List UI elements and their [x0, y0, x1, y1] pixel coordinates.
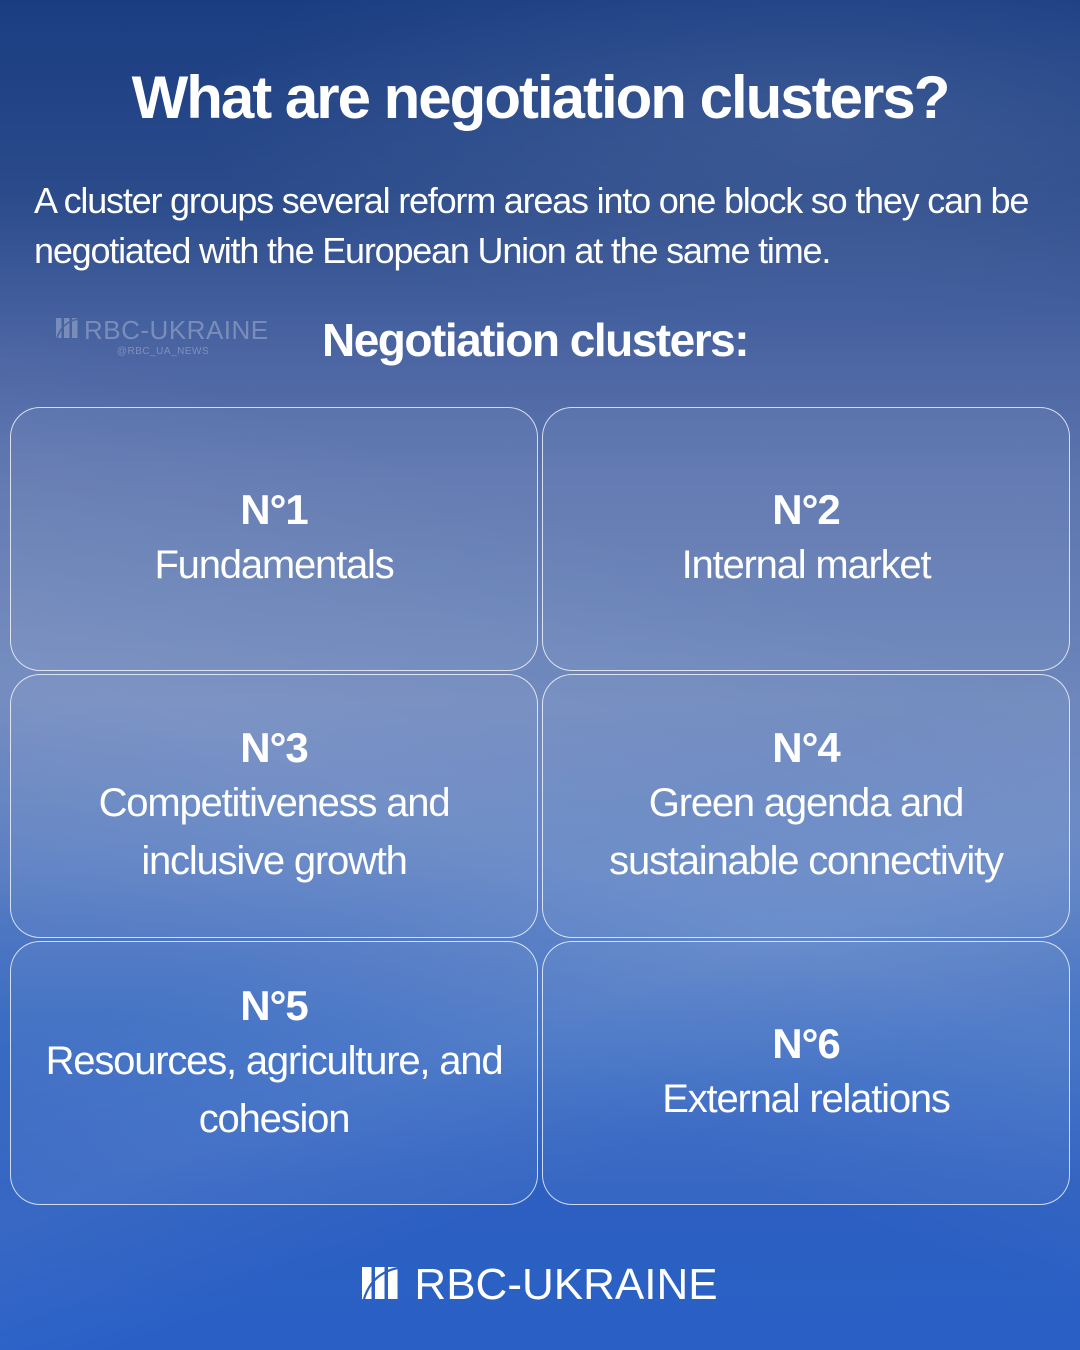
watermark-handle: @RBC_UA_NEWS: [116, 346, 210, 357]
cluster-label: Resources, agriculture, and cohesion: [45, 1039, 504, 1141]
cluster-card-5: N°5 Resources, agriculture, and cohesion: [10, 941, 538, 1205]
cluster-card-2: N°2 Internal market: [542, 407, 1070, 671]
footer-brand: RBC-UKRAINE: [0, 1262, 1080, 1308]
cluster-card-3: N°3 Competitiveness and inclusive growth: [10, 674, 538, 938]
footer-brand-text: RBC-UKRAINE: [414, 1260, 718, 1309]
cluster-card-4: N°4 Green agenda and sustainable connect…: [542, 674, 1070, 938]
cluster-label: Internal market: [681, 543, 932, 587]
clusters-grid: N°1 Fundamentals N°2 Internal market N°3…: [10, 407, 1070, 1205]
cluster-label: Fundamentals: [154, 543, 394, 587]
page-title: What are negotiation clusters?: [131, 64, 951, 131]
watermark: RBC-UKRAINE @RBC_UA_NEWS: [56, 316, 270, 357]
cluster-number: N°3: [240, 724, 308, 771]
cluster-number: N°5: [240, 982, 308, 1029]
watermark-brand: RBC-UKRAINE: [84, 315, 269, 345]
cluster-label: External relations: [662, 1077, 951, 1121]
cluster-number: N°1: [240, 486, 308, 533]
page-subtitle: A cluster groups several reform areas in…: [34, 180, 1029, 271]
cluster-label: Green agenda and sustainable connectivit…: [609, 781, 1004, 883]
cluster-label: Competitiveness and inclusive growth: [98, 781, 451, 883]
section-title: Negotiation clusters:: [322, 314, 750, 366]
cluster-number: N°2: [772, 486, 840, 533]
rbc-logo-icon: [56, 317, 79, 343]
cluster-number: N°4: [772, 724, 840, 771]
rbc-logo-icon: [362, 1265, 399, 1306]
cluster-number: N°6: [772, 1020, 840, 1067]
cluster-card-1: N°1 Fundamentals: [10, 407, 538, 671]
cluster-card-6: N°6 External relations: [542, 941, 1070, 1205]
